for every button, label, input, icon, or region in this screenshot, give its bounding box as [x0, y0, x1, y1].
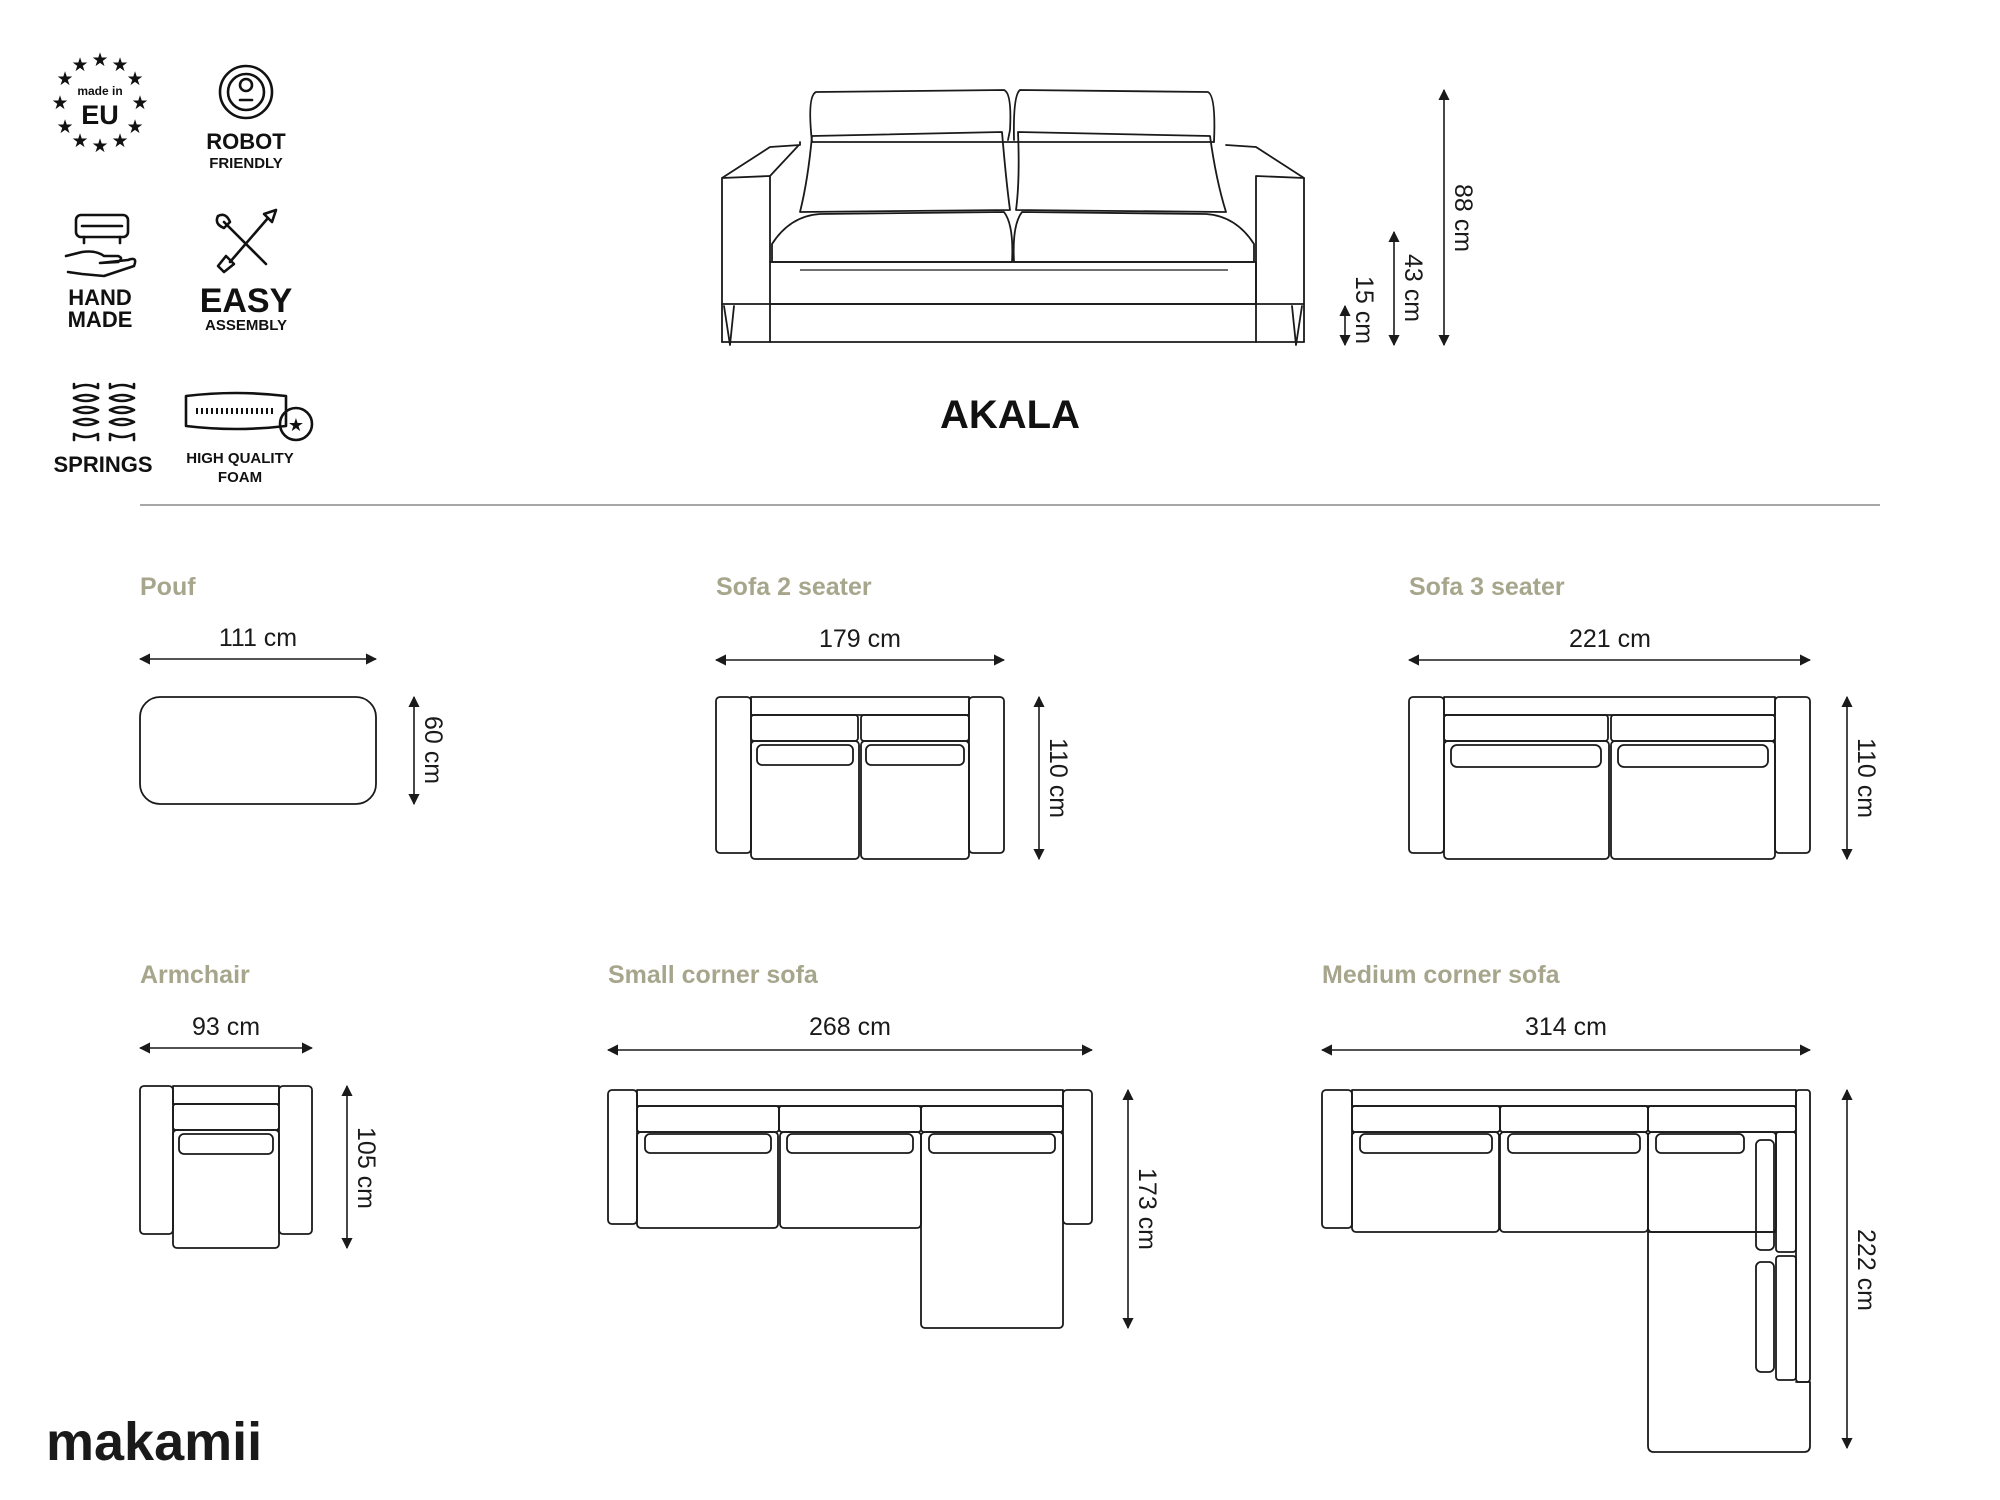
- depth-label: 60 cm: [419, 716, 447, 784]
- variant-armchair: Armchair 93 cm 105 cm: [138, 961, 380, 1250]
- springs-label: SPRINGS: [53, 452, 152, 477]
- width-label: 93 cm: [192, 1013, 260, 1041]
- badge-high-quality-foam: ★ HIGH QUALITY FOAM: [184, 391, 314, 486]
- svg-text:★: ★: [91, 50, 108, 71]
- variant-sofa-3-seater: Sofa 3 seater 221 cm 110 cm: [1407, 573, 1880, 861]
- badge-easy-assembly: EASY ASSEMBLY: [200, 208, 293, 334]
- robot-vacuum-icon: [218, 64, 274, 120]
- springs-icon: [72, 382, 136, 442]
- variant-title: Medium corner sofa: [1322, 961, 1561, 989]
- depth-label: 105 cm: [352, 1127, 380, 1209]
- made-label: MADE: [68, 307, 133, 332]
- svg-text:★: ★: [56, 117, 73, 138]
- foam-quality-icon: ★: [184, 391, 314, 442]
- width-label: 314 cm: [1525, 1013, 1607, 1041]
- variant-title: Armchair: [140, 961, 250, 989]
- variant-title: Small corner sofa: [608, 961, 819, 989]
- made-in-label: made in: [77, 84, 122, 98]
- svg-text:★: ★: [288, 415, 304, 435]
- variant-small-corner-sofa: Small corner sofa 268 cm 173 cm: [606, 961, 1161, 1330]
- eu-stars-icon: ★ ★ ★ ★ ★ ★ ★ ★ ★ ★ ★ ★: [51, 50, 148, 157]
- leg-height-label: 15 cm: [1350, 276, 1378, 344]
- brand-logo: makamii: [46, 1412, 262, 1472]
- svg-text:★: ★: [71, 131, 88, 152]
- variant-title: Sofa 2 seater: [716, 573, 872, 601]
- badge-made-in-eu: ★ ★ ★ ★ ★ ★ ★ ★ ★ ★ ★ ★ made in EU: [51, 50, 148, 157]
- eu-label: EU: [81, 100, 119, 130]
- armchair-plan: [139, 1085, 313, 1249]
- variant-medium-corner-sofa: Medium corner sofa 314 cm 222 cm: [1320, 961, 1880, 1453]
- width-label: 111 cm: [219, 624, 297, 652]
- assembly-label: ASSEMBLY: [205, 317, 287, 334]
- badge-robot-friendly: ROBOT FRIENDLY: [206, 64, 286, 172]
- svg-text:★: ★: [126, 69, 143, 90]
- depth-label: 110 cm: [1044, 738, 1072, 818]
- width-label: 179 cm: [819, 625, 901, 653]
- front-height-dimensions: 88 cm 43 cm 15 cm: [1339, 88, 1477, 347]
- medium-corner-plan: [1321, 1089, 1811, 1453]
- product-title: AKALA: [940, 393, 1080, 437]
- pouf-outline: [139, 696, 377, 805]
- hand-sofa-icon: [64, 213, 137, 278]
- svg-text:★: ★: [126, 117, 143, 138]
- sofa-2-plan: [715, 696, 1005, 860]
- width-label: 268 cm: [809, 1013, 891, 1041]
- badge-springs: SPRINGS: [53, 382, 153, 477]
- svg-text:★: ★: [51, 93, 68, 114]
- variant-sofa-2-seater: Sofa 2 seater 179 cm 110 cm: [714, 573, 1072, 861]
- total-height-label: 88 cm: [1449, 184, 1477, 252]
- seat-height-label: 43 cm: [1399, 254, 1427, 322]
- tools-icon: [215, 208, 278, 274]
- variant-pouf: Pouf 111 cm 60 cm: [138, 573, 447, 806]
- depth-label: 222 cm: [1852, 1229, 1880, 1311]
- small-corner-plan: [607, 1089, 1093, 1329]
- svg-text:★: ★: [71, 55, 88, 76]
- depth-label: 110 cm: [1852, 738, 1880, 818]
- front-view-sofa: [721, 89, 1305, 346]
- variant-title: Sofa 3 seater: [1409, 573, 1565, 601]
- svg-text:★: ★: [131, 93, 148, 114]
- svg-text:★: ★: [111, 131, 128, 152]
- high-quality-label: HIGH QUALITY: [186, 450, 294, 467]
- svg-text:★: ★: [56, 69, 73, 90]
- width-label: 221 cm: [1569, 625, 1651, 653]
- svg-text:★: ★: [111, 55, 128, 76]
- svg-text:★: ★: [91, 136, 108, 157]
- friendly-label: FRIENDLY: [209, 155, 283, 172]
- foam-label: FOAM: [218, 469, 262, 486]
- depth-label: 173 cm: [1133, 1168, 1161, 1250]
- variant-title: Pouf: [140, 573, 196, 601]
- hand-label: HAND: [68, 285, 132, 310]
- easy-label: EASY: [200, 282, 293, 320]
- badge-hand-made: HAND MADE: [64, 213, 137, 332]
- robot-label: ROBOT: [206, 129, 286, 154]
- sofa-3-plan: [1408, 696, 1811, 860]
